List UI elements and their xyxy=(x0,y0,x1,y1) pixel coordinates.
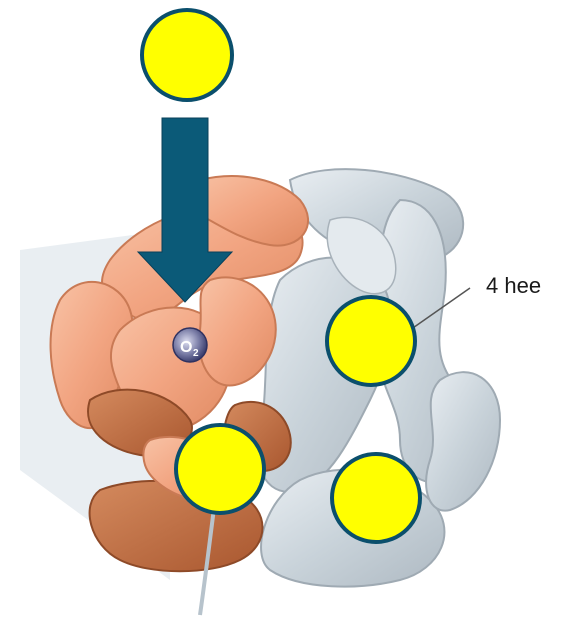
o2-label: O xyxy=(180,339,192,356)
marker-left-bottom xyxy=(176,425,264,513)
oxygen-molecule: O 2 xyxy=(173,328,207,362)
marker-top xyxy=(142,10,232,100)
o2-subscript: 2 xyxy=(193,348,199,359)
callout-label: 4 hee xyxy=(486,273,541,298)
marker-right-bottom xyxy=(332,454,420,542)
marker-right xyxy=(327,297,415,385)
